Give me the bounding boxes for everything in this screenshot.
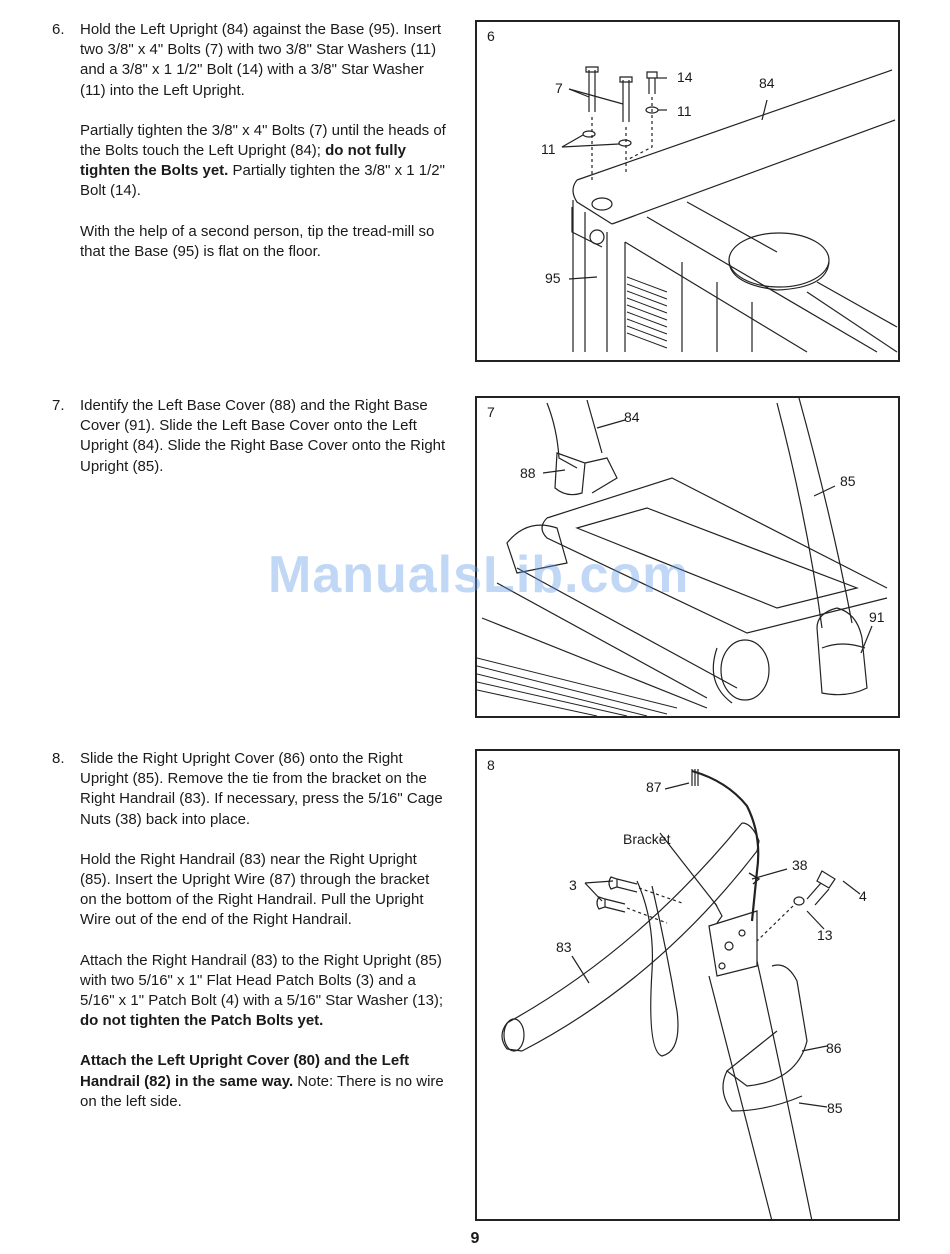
- page-number: 9: [470, 1230, 480, 1247]
- text-run: Slide the Right Upright Cover (86) onto …: [80, 750, 443, 828]
- text-run: Hold the Left Upright (84) against the B…: [80, 21, 442, 99]
- callout-38: 38: [792, 857, 808, 873]
- callout-87: 87: [646, 779, 662, 795]
- step-paragraph: Attach the Left Upright Cover (80) and t…: [80, 1051, 450, 1112]
- step-8-text: Slide the Right Upright Cover (86) onto …: [80, 749, 450, 1132]
- figure-7: 7 84 88 85 91: [475, 396, 900, 718]
- callout-bracket: Bracket: [623, 831, 671, 847]
- callout-91: 91: [869, 609, 885, 625]
- step-paragraph: Identify the Left Base Cover (88) and th…: [80, 396, 450, 477]
- text-run: With the help of a second person, tip th…: [80, 222, 435, 260]
- figure-7-label: 7: [487, 404, 495, 420]
- step-7-text: Identify the Left Base Cover (88) and th…: [80, 396, 450, 497]
- callout-3: 3: [569, 877, 577, 893]
- step-6-text: Hold the Left Upright (84) against the B…: [80, 20, 450, 282]
- step-6-number: 6.: [52, 21, 65, 38]
- text-run: Partially tighten the 3/8" x 1 1/2" Bolt…: [80, 162, 445, 200]
- callout-85: 85: [840, 473, 856, 489]
- figure-8: 8 87 Bracket 38 3 4 13 83 86 85: [475, 749, 900, 1222]
- callout-84: 84: [624, 409, 640, 425]
- text-run: Attach the Right Handrail (83) to the Ri…: [80, 951, 444, 1010]
- callout-84: 84: [759, 75, 775, 91]
- figure-8-label: 8: [487, 757, 495, 773]
- callout-11-right: 11: [677, 103, 692, 119]
- text-run: Hold the Right Handrail (83) near the Ri…: [80, 850, 430, 929]
- step-paragraph: Attach the Right Handrail (83) to the Ri…: [80, 951, 450, 1032]
- text-run: Note: There is no wire on the left side.: [80, 1072, 444, 1110]
- bold-text: do not fully tighten the Bolts yet.: [80, 142, 406, 180]
- callout-14: 14: [677, 69, 693, 85]
- figure-6-label: 6: [487, 28, 495, 44]
- figure-8-drawing: [501, 769, 861, 1222]
- bold-text: do not tighten the Patch Bolts yet.: [80, 1012, 324, 1030]
- callout-95: 95: [545, 270, 561, 286]
- text-run: Partially tighten the 3/8" x 4" Bolts (7…: [80, 121, 446, 160]
- text-run: Identify the Left Base Cover (88) and th…: [80, 397, 446, 475]
- figure-6: 6 7 14 84 11 11 95: [475, 20, 900, 362]
- step-8-number: 8.: [52, 750, 65, 767]
- callout-13: 13: [817, 927, 833, 943]
- step-paragraph: Hold the Right Handrail (83) near the Ri…: [80, 850, 450, 931]
- step-paragraph: Hold the Left Upright (84) against the B…: [80, 20, 450, 101]
- step-paragraph: Partially tighten the 3/8" x 4" Bolts (7…: [80, 121, 450, 202]
- callout-83: 83: [556, 939, 572, 955]
- callout-7: 7: [555, 80, 563, 96]
- callout-4: 4: [859, 888, 867, 904]
- watermark: ManualsLib.com: [268, 546, 690, 604]
- callout-11-left: 11: [541, 141, 556, 157]
- bold-text: Attach the Left Upright Cover (80) and t…: [80, 1052, 410, 1090]
- step-7-number: 7.: [52, 397, 65, 414]
- figure-6-drawing: [561, 66, 898, 353]
- figure-7-drawing: [477, 398, 888, 717]
- callout-88: 88: [520, 465, 536, 481]
- step-paragraph: Slide the Right Upright Cover (86) onto …: [80, 749, 450, 830]
- callout-85: 85: [827, 1100, 843, 1116]
- callout-86: 86: [826, 1040, 842, 1056]
- step-paragraph: With the help of a second person, tip th…: [80, 222, 450, 262]
